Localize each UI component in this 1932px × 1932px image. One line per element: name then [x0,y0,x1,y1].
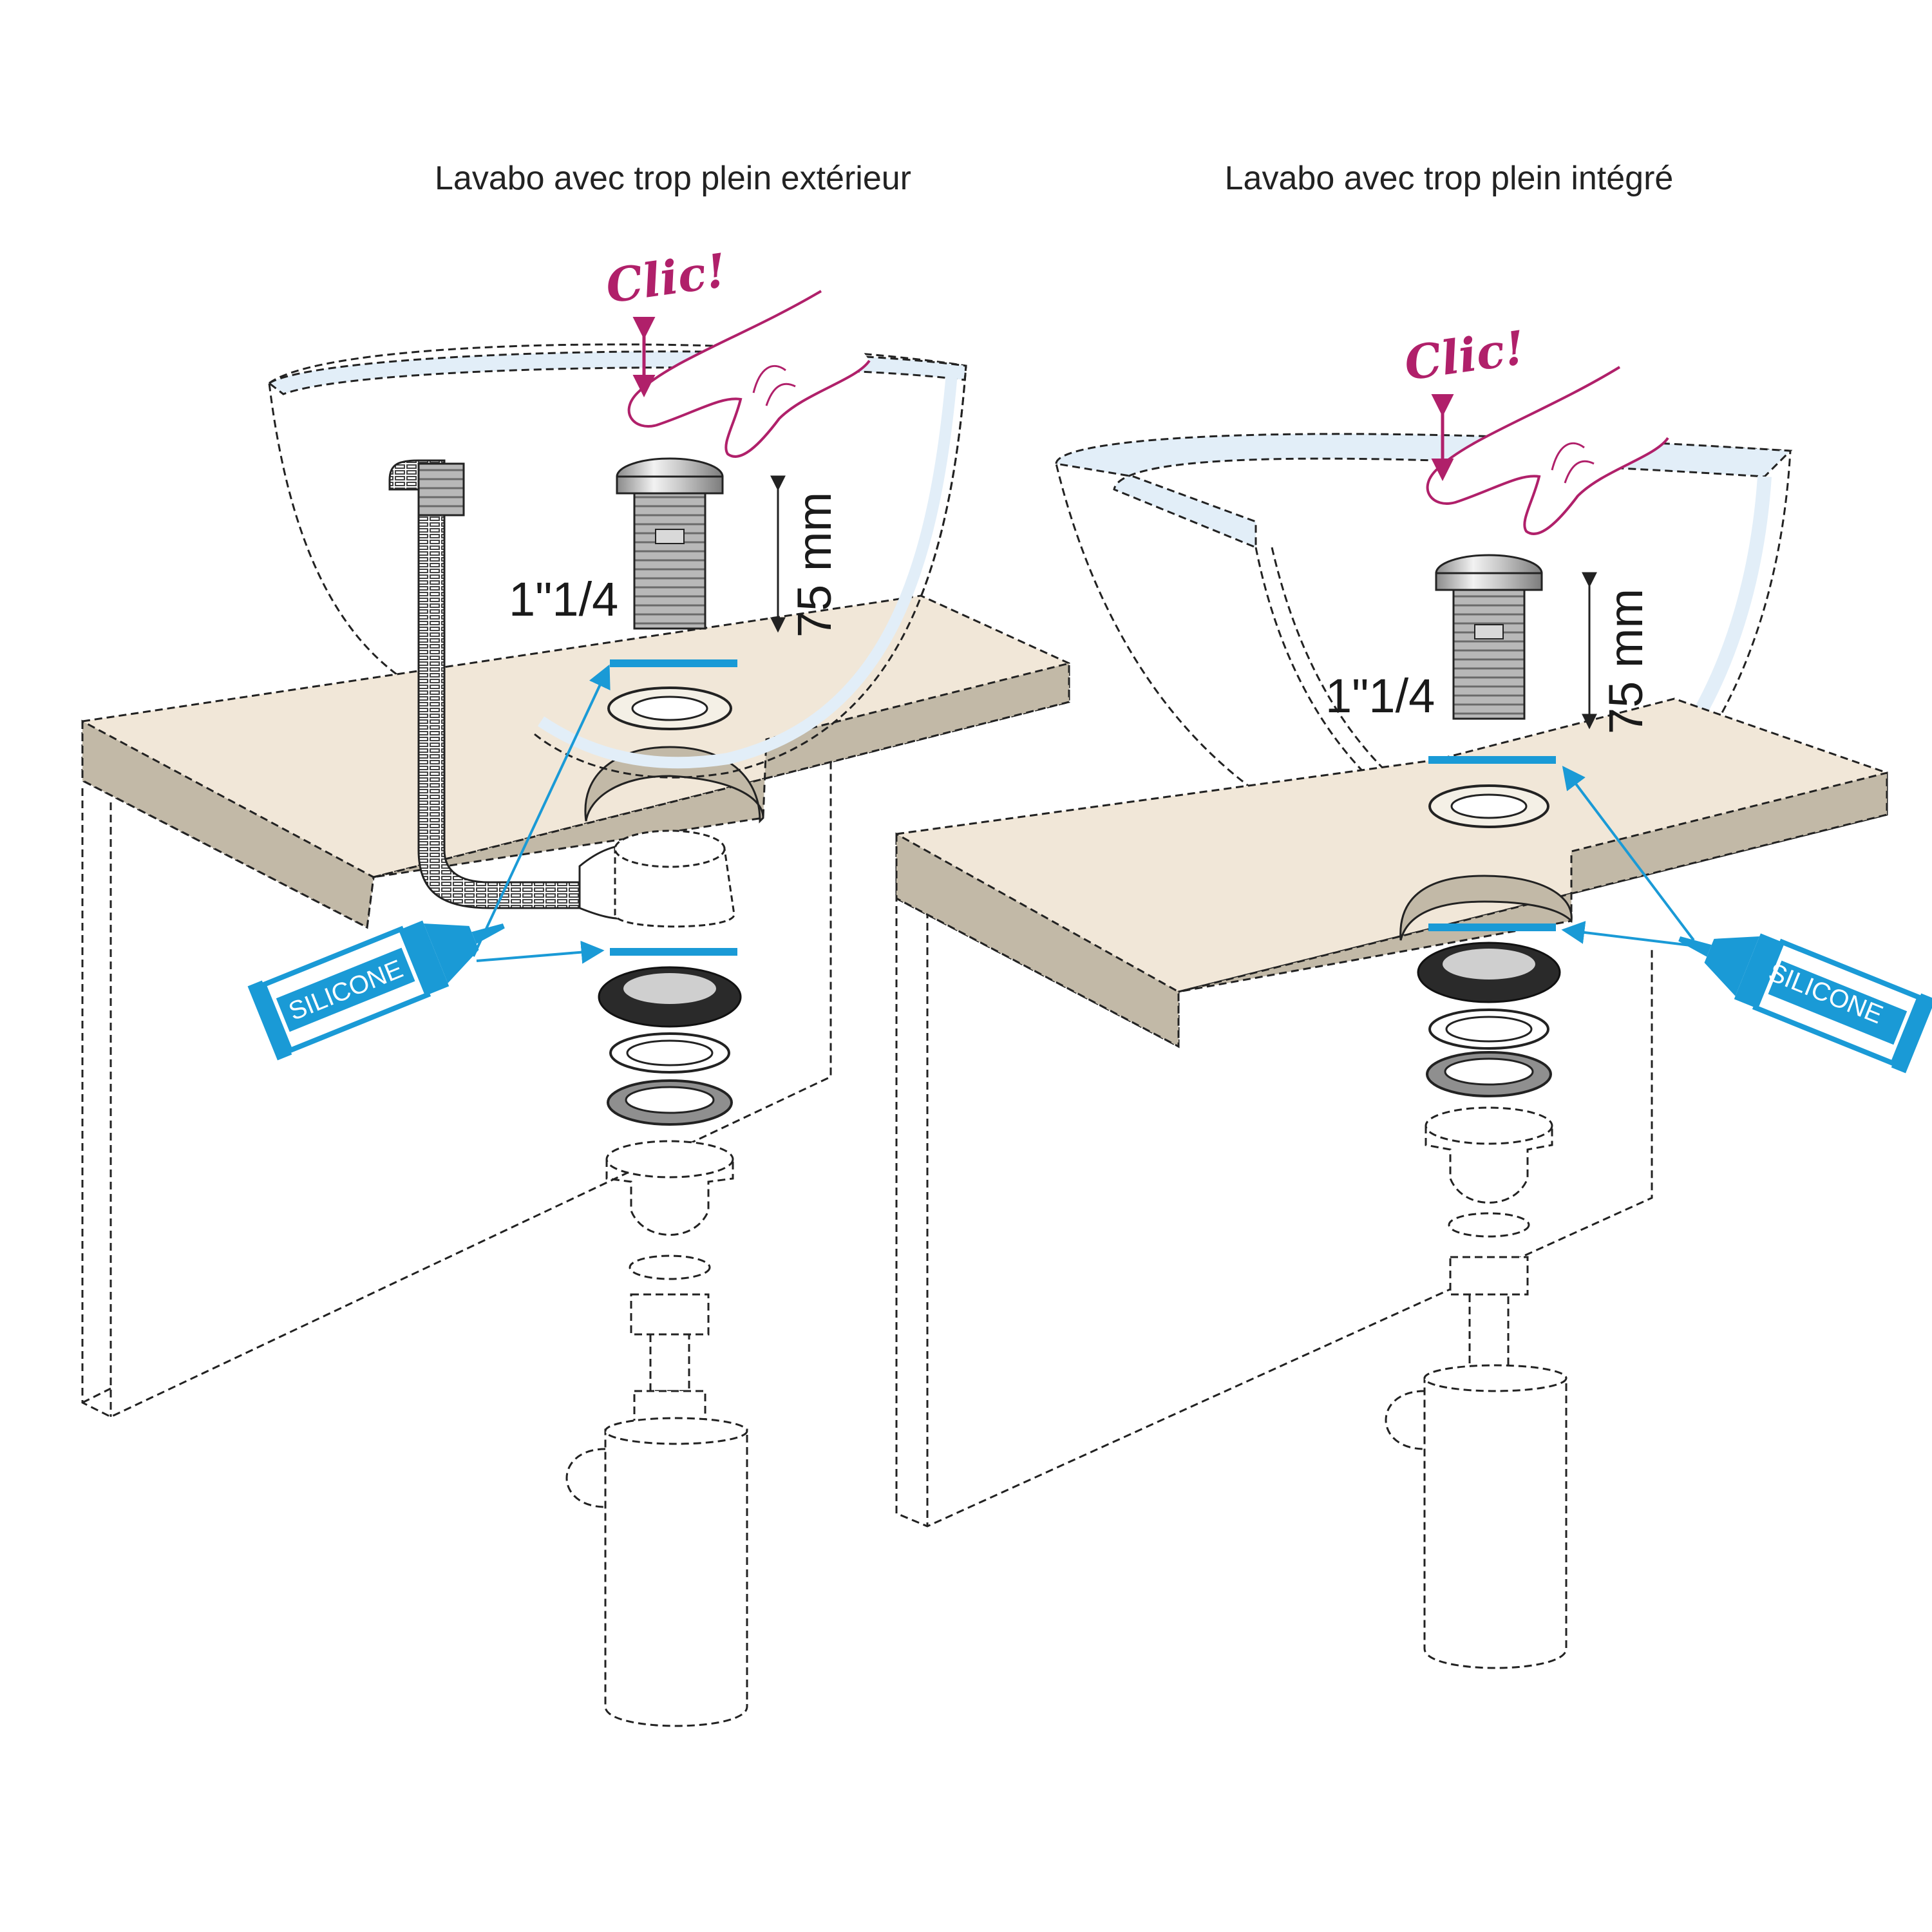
left-threaded-body [633,492,706,630]
left-silicone-arrow-top [472,664,611,957]
right-silicone-arrow-bottom [1561,921,1691,947]
left-siphon-trap [565,1140,748,1727]
right-cabinet [895,869,1653,1528]
right-thread-size-label: 1"1/4 [1325,669,1435,723]
left-drain-stack [598,457,742,1126]
right-height-label: 75 mm [1599,589,1653,734]
right-pressing-hand [1426,366,1669,535]
left-installation: 75 mm 1"1/4 Clic! SILICONE [81,243,1070,1727]
right-countertop [895,697,1888,1048]
left-silicone-tube: SILICONE [247,664,611,1061]
left-basin-front [534,365,967,779]
panel-title-integrated-overflow: Lavabo avec trop plein intégré [1225,160,1674,197]
right-silicone-arrow-top [1562,766,1695,942]
right-drain-stack [1417,554,1561,1097]
left-overflow-hose [388,459,581,909]
right-installation: 75 mm 1"1/4 Clic! SILICONE [895,320,1932,1669]
left-pressing-hand [627,290,871,458]
right-siphon-trap [1385,1106,1567,1669]
right-silicone-tube: SILICONE [1561,766,1932,1074]
left-cabinet [81,747,832,1418]
panel-title-external-overflow: Lavabo avec trop plein extérieur [435,160,911,197]
left-thread-size-label: 1"1/4 [509,573,618,626]
left-height-label: 75 mm [788,492,841,638]
left-silicone-arrow-bottom [476,940,605,964]
left-overflow-connector [417,462,465,516]
right-click-label: Clic! [1401,320,1528,391]
right-threaded-body [1452,589,1526,720]
left-click-label: Clic! [603,243,730,314]
